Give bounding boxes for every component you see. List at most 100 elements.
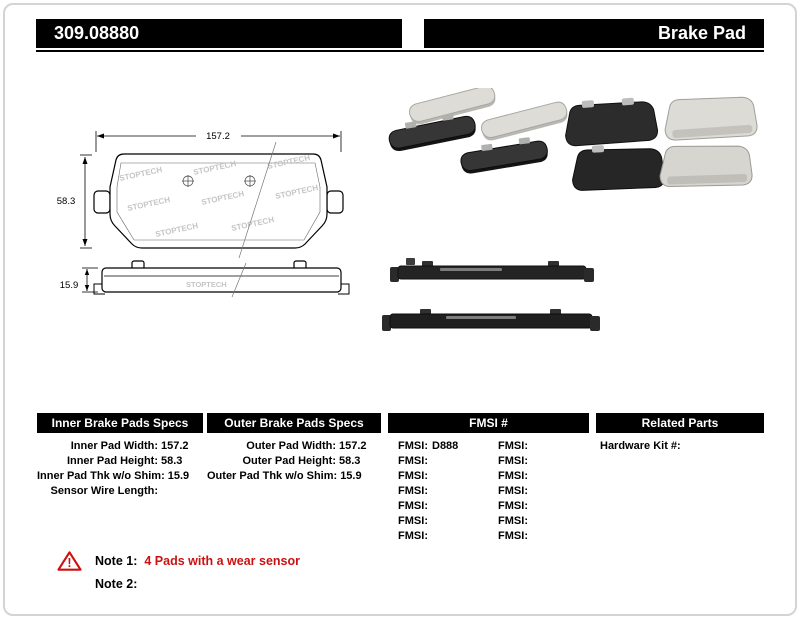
spec-label: Inner Pad Height: <box>66 455 158 467</box>
fmsi-label: FMSI: <box>498 440 528 452</box>
related-parts-table: Hardware Kit #: <box>600 439 764 454</box>
fmsi-value <box>428 499 488 514</box>
fmsi-label: FMSI: <box>498 470 528 482</box>
spec-label: Outer Pad Width: <box>246 440 336 452</box>
dimension-height-label: 58.3 <box>57 196 76 207</box>
fmsi-value <box>528 499 588 514</box>
warning-triangle-icon: ! <box>57 551 82 571</box>
spec-value: 157.2 <box>339 440 367 452</box>
fmsi-row: FMSI: <box>490 529 588 544</box>
product-name: Brake Pad <box>657 23 746 43</box>
fmsi-label: FMSI: <box>398 515 428 527</box>
fmsi-label: FMSI: <box>498 500 528 512</box>
pad-photo-edge-set <box>382 258 600 331</box>
dimension-thickness-label: 15.9 <box>60 280 79 291</box>
fmsi-label: FMSI: <box>498 485 528 497</box>
note2-label: Note 2: <box>95 577 138 591</box>
spec-label: Inner Pad Width: <box>70 440 158 452</box>
dimension-width-label: 157.2 <box>206 131 230 142</box>
watermark-text: STOPTECH <box>186 280 227 289</box>
fmsi-table-left: FMSI: D888 FMSI: FMSI: FMSI: FMSI: FMSI:… <box>390 439 488 544</box>
outer-specs-header: Outer Brake Pads Specs <box>207 413 381 433</box>
spec-value: 157.2 <box>161 440 189 452</box>
fmsi-row: FMSI: D888 <box>390 439 488 454</box>
note-2: Note 2: <box>95 575 300 593</box>
product-name-bar: Brake Pad <box>424 19 764 48</box>
spec-value: 15.9 <box>167 470 190 482</box>
pad-side-view: STOPTECH <box>93 260 350 298</box>
mounting-marks <box>182 175 256 187</box>
spec-value: 58.3 <box>339 455 361 467</box>
fmsi-value <box>528 514 588 529</box>
note1-text: 4 Pads with a wear sensor <box>144 554 300 568</box>
fmsi-value <box>428 484 488 499</box>
fmsi-value <box>528 454 588 469</box>
spec-label: Inner Pad Thk w/o Shim: <box>37 470 165 482</box>
note-1: ! Note 1: 4 Pads with a wear sensor <box>57 550 300 572</box>
fmsi-row: FMSI: <box>390 499 488 514</box>
fmsi-label: FMSI: <box>398 485 428 497</box>
fmsi-label: FMSI: <box>498 530 528 542</box>
spec-row: Outer Pad Width: 157.2 <box>207 439 381 454</box>
fmsi-value <box>528 484 588 499</box>
note1-label: Note 1: <box>95 554 138 568</box>
pad-photo-face-set <box>562 93 759 193</box>
spec-row: Inner Pad Height: 58.3 <box>37 454 203 469</box>
spec-label: Outer Pad Thk w/o Shim: <box>207 470 338 482</box>
fmsi-table-right: FMSI: FMSI: FMSI: FMSI: FMSI: FMSI: FMSI… <box>490 439 588 544</box>
spec-value: 15.9 <box>340 470 362 482</box>
related-parts-header: Related Parts <box>596 413 764 433</box>
fmsi-header: FMSI # <box>388 413 589 433</box>
spec-value: 58.3 <box>161 455 183 467</box>
exclamation-glyph: ! <box>67 556 71 570</box>
fmsi-row: FMSI: <box>390 469 488 484</box>
fmsi-value <box>528 439 588 454</box>
fmsi-value <box>528 469 588 484</box>
fmsi-row: FMSI: <box>390 484 488 499</box>
fmsi-label: FMSI: <box>398 455 428 467</box>
fmsi-label: FMSI: <box>398 500 428 512</box>
notes-section: ! Note 1: 4 Pads with a wear sensor Note… <box>57 550 300 593</box>
inner-specs-table: Inner Pad Width: 157.2 Inner Pad Height:… <box>37 439 203 499</box>
spec-value <box>161 484 203 499</box>
part-number-bar: 309.08880 <box>36 19 402 48</box>
spec-row: Outer Pad Height: 58.3 <box>207 454 381 469</box>
fmsi-label: FMSI: <box>498 515 528 527</box>
spec-row: Sensor Wire Length: <box>37 484 203 499</box>
outer-specs-table: Outer Pad Width: 157.2 Outer Pad Height:… <box>207 439 381 484</box>
spec-row: Inner Pad Thk w/o Shim: 15.9 <box>37 469 203 484</box>
pad-front-view: STOPTECH STOPTECH STOPTECH STOPTECH STOP… <box>93 141 344 259</box>
fmsi-row: FMSI: <box>490 439 588 454</box>
spec-label: Outer Pad Height: <box>242 455 336 467</box>
inner-specs-header: Inner Brake Pads Specs <box>37 413 203 433</box>
fmsi-label: FMSI: <box>398 470 428 482</box>
fmsi-label: FMSI: <box>398 530 428 542</box>
related-label: Hardware Kit #: <box>600 440 681 452</box>
fmsi-row: FMSI: <box>490 469 588 484</box>
fmsi-row: FMSI: <box>490 514 588 529</box>
fmsi-row: FMSI: <box>490 499 588 514</box>
fmsi-row: FMSI: <box>490 484 588 499</box>
fmsi-value: D888 <box>432 440 459 452</box>
fmsi-value <box>428 454 488 469</box>
related-value <box>681 439 764 454</box>
fmsi-value <box>428 469 488 484</box>
fmsi-value <box>428 529 488 544</box>
part-number: 309.08880 <box>54 23 140 43</box>
spec-label: Sensor Wire Length: <box>50 485 158 497</box>
technical-drawing: 157.2 58.3 STOPTECH STOPTECH STOPTECH ST… <box>57 131 350 298</box>
fmsi-value <box>528 529 588 544</box>
header-divider <box>36 50 764 52</box>
spec-row: Inner Pad Width: 157.2 <box>37 439 203 454</box>
fmsi-row: FMSI: <box>390 454 488 469</box>
fmsi-row: FMSI: <box>390 514 488 529</box>
fmsi-label: FMSI: <box>398 440 428 452</box>
fmsi-label: FMSI: <box>498 455 528 467</box>
fmsi-row: FMSI: <box>390 529 488 544</box>
fmsi-row: FMSI: <box>490 454 588 469</box>
related-row: Hardware Kit #: <box>600 439 764 454</box>
fmsi-value <box>428 514 488 529</box>
spec-row: Outer Pad Thk w/o Shim: 15.9 <box>207 469 381 484</box>
product-photos <box>382 88 759 331</box>
